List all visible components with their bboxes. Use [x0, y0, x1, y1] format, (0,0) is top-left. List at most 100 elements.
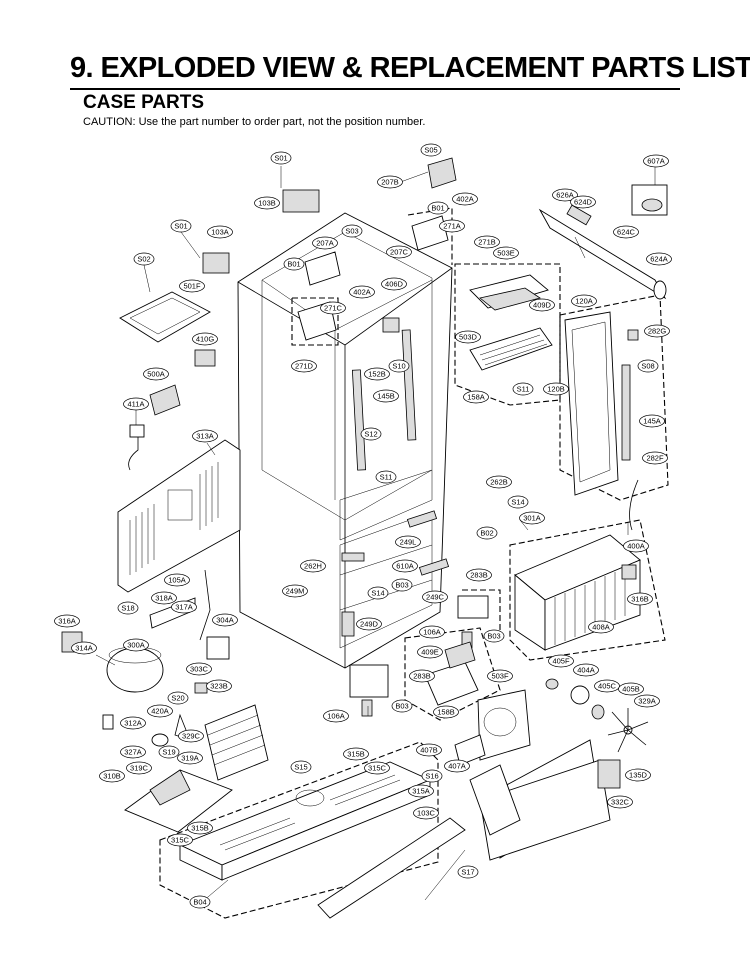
part-410g [194, 349, 216, 367]
callout-282g: 282G [644, 324, 670, 338]
part-624d [566, 204, 592, 226]
callout-text: 408A [592, 623, 610, 632]
part-283b-bracket [349, 664, 389, 698]
callout-626a: 626A [552, 188, 578, 202]
callout-text: 329A [638, 697, 656, 706]
callout-s01: S01 [270, 151, 292, 165]
callout-409e: 409E [417, 645, 443, 659]
callout-315c: 315C [364, 761, 390, 775]
callout-text: 610A [396, 562, 414, 571]
crisper-group-box [454, 263, 561, 406]
callout-249l: 249L [395, 535, 421, 549]
callout-b03b: B03 [483, 629, 505, 643]
callout-405c: 405C [594, 679, 620, 693]
part-207b [427, 157, 457, 189]
callout-106ab: 106A [323, 709, 349, 723]
callout-text: S15 [294, 763, 307, 772]
callout-text: 315B [191, 824, 209, 833]
part-323b-condenser [204, 704, 269, 781]
callout-text: 407B [420, 746, 438, 755]
callout-249c: 249C [422, 590, 448, 604]
callout-text: B03 [487, 632, 500, 641]
callout-624d: 624D [570, 195, 596, 209]
callout-262h: 262H [300, 559, 326, 573]
callout-145b: 145B [373, 389, 399, 403]
callout-406d: 406D [381, 277, 407, 291]
callout-407a: 407A [444, 759, 470, 773]
part-404a [570, 685, 590, 705]
callout-s10: S10 [388, 359, 410, 373]
callout-text: 145A [643, 417, 661, 426]
callout-text: S08 [641, 362, 654, 371]
callout-text: 405C [598, 682, 617, 691]
callout-106a: 106A [419, 625, 445, 639]
callout-text: 120B [547, 385, 565, 394]
callout-text: S01 [174, 222, 187, 231]
callout-text: 207C [390, 248, 409, 257]
callout-301a: 301A [519, 511, 545, 525]
callout-s16: S16 [421, 769, 443, 783]
callout-text: 404A [577, 666, 595, 675]
callout-text: 318A [155, 594, 173, 603]
callout-text: 207A [316, 239, 334, 248]
callout-410g: 410G [192, 332, 218, 346]
callout-s02: S02 [133, 252, 155, 266]
caution-note: CAUTION: Use the part number to order pa… [83, 116, 426, 128]
callout-text: 106A [423, 628, 441, 637]
callout-624c: 624C [613, 225, 639, 239]
door-group-box [559, 294, 669, 501]
callout-text: S14 [511, 498, 524, 507]
callout-105a: 105A [164, 573, 190, 587]
part-624a-tube [538, 208, 667, 300]
callout-271c: 271C [320, 301, 346, 315]
callout-319c: 319C [126, 761, 152, 775]
callout-315bb: 315B [187, 821, 213, 835]
callout-319a: 319A [177, 751, 203, 765]
callout-103a: 103A [207, 225, 233, 239]
callout-text: 271C [324, 304, 343, 313]
callout-318a: 318A [151, 591, 177, 605]
part-407b [454, 734, 486, 766]
callout-text: S01 [274, 154, 287, 163]
callout-503d: 503D [455, 330, 481, 344]
part-135d [597, 759, 621, 789]
callout-text: B03 [395, 581, 408, 590]
callout-249d: 249D [356, 617, 382, 631]
callout-409d: 409D [529, 298, 555, 312]
part-407a [469, 764, 521, 836]
callout-text: 249L [400, 538, 417, 547]
callout-158b: 158B [433, 705, 459, 719]
part-282g [627, 329, 639, 341]
callout-s12: S12 [360, 427, 382, 441]
callout-283bb: 283B [409, 669, 435, 683]
callout-text: 316A [58, 617, 76, 626]
callout-text: 301A [523, 514, 541, 523]
callout-s03: S03 [341, 224, 363, 238]
callout-b03: B03 [391, 578, 413, 592]
part-207a [304, 251, 341, 286]
callout-text: S02 [137, 255, 150, 264]
part-103c [317, 817, 466, 919]
callout-text: 271D [295, 362, 314, 371]
callout-text: S14 [371, 589, 384, 598]
callout-text: 500A [147, 370, 165, 379]
callout-text: B01 [431, 204, 444, 213]
callout-text: 300A [127, 641, 145, 650]
part-106a-foot [361, 699, 373, 717]
part-420a [151, 733, 169, 747]
callout-405f: 405F [548, 654, 574, 668]
part-283b-bracket-2 [457, 595, 489, 619]
callout-text: 411A [128, 400, 145, 409]
part-411a-cord [128, 430, 139, 471]
callout-text: 315B [347, 750, 365, 759]
callout-text: 207B [381, 178, 399, 187]
part-145a [621, 364, 631, 461]
callout-332c: 332C [607, 795, 633, 809]
callout-501f: 501F [179, 279, 205, 293]
page-title: 9. EXPLODED VIEW & REPLACEMENT PARTS LIS… [70, 52, 750, 84]
leader-lines [95, 166, 656, 903]
callout-503f: 503F [487, 669, 513, 683]
callout-103c: 103C [413, 806, 439, 820]
part-103a [202, 252, 230, 274]
